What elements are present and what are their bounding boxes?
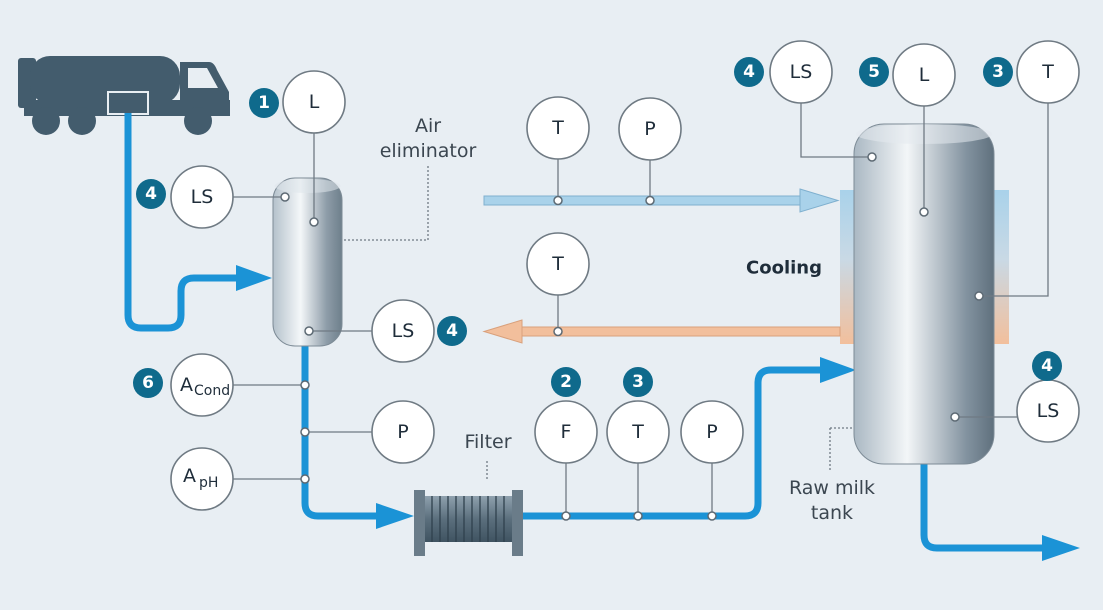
badge-number: 4 <box>446 321 458 341</box>
instrument-inlet-t[interactable]: T <box>606 400 670 464</box>
instrument-tank-ls-top[interactable]: LS <box>769 40 833 104</box>
arrowhead-eliminator-inlet <box>236 265 272 291</box>
badge-inlet-t: 3 <box>623 367 653 397</box>
badge-number: 3 <box>992 62 1004 82</box>
instrument-eliminator-l[interactable]: L <box>282 70 346 134</box>
instrument-tank-t[interactable]: T <box>1016 40 1080 104</box>
badge-inlet-f: 2 <box>551 367 581 397</box>
instrument-label: LS <box>790 61 813 83</box>
instrument-sublabel: pH <box>199 475 218 491</box>
filter-label: Filter <box>464 431 511 453</box>
raw-milk-tank-label-line1: Raw milk <box>789 477 875 499</box>
air-eliminator-label-line2: eliminator <box>380 140 477 162</box>
instrument-tank-ls-bottom[interactable]: LS <box>1016 379 1080 443</box>
instrument-cool-in-p[interactable]: P <box>618 97 682 161</box>
badge-eliminator-l: 1 <box>249 88 279 118</box>
pipe-eliminator-to-filter <box>301 346 384 520</box>
badge-number: 1 <box>258 93 270 113</box>
instrument-ph[interactable]: A pH <box>170 447 234 511</box>
instrument-label: F <box>561 421 572 443</box>
instrument-conductivity[interactable]: A Cond <box>170 353 234 417</box>
instrument-label: A <box>183 465 196 487</box>
air-eliminator-vessel <box>272 177 343 347</box>
truck-icon <box>18 56 230 135</box>
filter-icon <box>414 490 523 556</box>
cooling-label: Cooling <box>746 258 822 279</box>
badge-number: 4 <box>743 62 755 82</box>
pipe-tank-outlet <box>920 458 1045 552</box>
coolant-supply-line <box>483 195 805 206</box>
instrument-truck-ls[interactable]: LS <box>170 165 234 229</box>
badge-cond: 6 <box>133 368 163 398</box>
badge-eliminator-ls: 4 <box>437 316 467 346</box>
cooling-jacket <box>840 190 1009 344</box>
arrowhead-tank-outlet <box>1042 535 1080 561</box>
pipe-filter-to-tank <box>522 366 822 520</box>
badge-number: 4 <box>1041 356 1053 376</box>
coolant-return-arrowhead <box>482 319 523 344</box>
instrument-label: T <box>1041 61 1054 83</box>
raw-milk-tank-label-line2: tank <box>811 502 853 524</box>
badge-number: 2 <box>560 372 572 392</box>
instrument-connectors <box>232 103 1049 516</box>
instrument-line-p[interactable]: P <box>371 400 435 464</box>
badge-number: 6 <box>142 373 154 393</box>
instrument-label: L <box>309 91 320 113</box>
instrument-label: P <box>644 118 655 140</box>
instrument-label: LS <box>191 186 214 208</box>
instrument-label: LS <box>392 320 415 342</box>
badge-truck-ls: 4 <box>136 179 166 209</box>
badge-number: 4 <box>145 184 157 204</box>
arrowhead-tank-inlet <box>820 357 856 383</box>
instrument-label: T <box>551 117 564 139</box>
instrument-label: A <box>180 374 193 396</box>
instrument-label: LS <box>1037 400 1060 422</box>
instrument-eliminator-ls[interactable]: LS <box>371 299 435 363</box>
badge-tank-l: 5 <box>859 57 889 87</box>
instrument-cool-in-t[interactable]: T <box>526 96 590 160</box>
instrument-label: T <box>551 253 564 275</box>
coolant-return-line <box>519 326 841 337</box>
instrument-tank-l[interactable]: L <box>892 43 956 107</box>
instrument-inlet-p[interactable]: P <box>680 400 744 464</box>
pipe-truck-to-eliminator <box>124 113 238 332</box>
badge-number: 3 <box>632 372 644 392</box>
air-eliminator-label-line1: Air <box>415 115 441 137</box>
instrument-label: P <box>397 421 408 443</box>
instrument-label: P <box>706 421 717 443</box>
instrument-inlet-f[interactable]: F <box>534 400 598 464</box>
coolant-lines <box>482 188 841 344</box>
badge-tank-ls-top: 4 <box>734 57 764 87</box>
badge-tank-t: 3 <box>983 57 1013 87</box>
coolant-supply-arrowhead <box>799 188 840 213</box>
instrument-sublabel: Cond <box>194 383 230 399</box>
arrowhead-filter-inlet <box>376 503 414 529</box>
badge-number: 5 <box>868 62 880 82</box>
instrument-cool-out-t[interactable]: T <box>526 232 590 296</box>
badge-tank-ls-bottom: 4 <box>1032 351 1062 381</box>
instrument-label: T <box>631 421 644 443</box>
instrument-label: L <box>919 64 930 86</box>
milk-pipes <box>124 113 1080 561</box>
connection-points <box>280 152 984 521</box>
